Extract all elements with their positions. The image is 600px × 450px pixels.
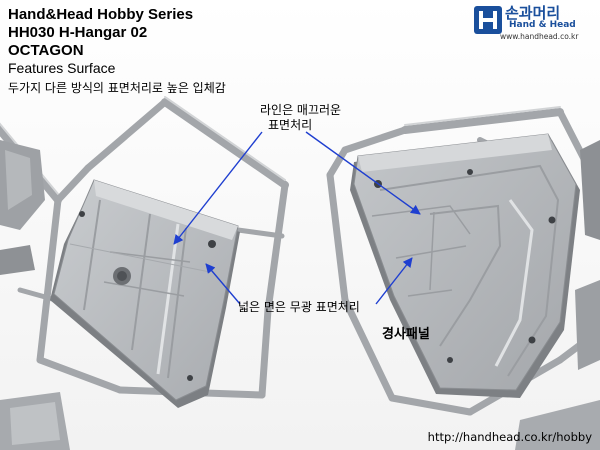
product-code: HH030 H-Hangar 02 bbox=[8, 24, 148, 41]
logo-english-text: Hand & Head bbox=[509, 20, 576, 30]
brand-logo: 손과머리 Hand & Head www.handhead.co.kr bbox=[474, 4, 596, 44]
logo-mark-icon bbox=[474, 6, 502, 34]
footer-url: http://handhead.co.kr/hobby bbox=[427, 430, 592, 444]
logo-korean-text: 손과머리 bbox=[505, 4, 561, 22]
annotation-line-surface-1: 라인은 매끄러운 bbox=[260, 103, 342, 117]
left-sprue bbox=[0, 96, 289, 399]
right-edge-parts bbox=[515, 140, 600, 450]
features-heading: Features Surface bbox=[8, 60, 116, 76]
series-title: Hand&Head Hobby Series bbox=[8, 6, 194, 23]
annotation-line-surface-2: 표면처리 bbox=[268, 118, 313, 132]
annotation-slope-panel: 경사패널 bbox=[382, 327, 430, 342]
product-name: OCTAGON bbox=[8, 42, 84, 59]
annotation-arrows bbox=[173, 131, 421, 305]
logo-url-text: www.handhead.co.kr bbox=[500, 32, 579, 41]
left-panel bbox=[50, 179, 240, 408]
features-description: 두가지 다른 방식의 표면처리로 높은 입체감 bbox=[8, 81, 226, 95]
annotation-matte-surface: 넓은 면은 무광 표면처리 bbox=[238, 300, 360, 314]
left-edge-parts bbox=[0, 140, 70, 450]
